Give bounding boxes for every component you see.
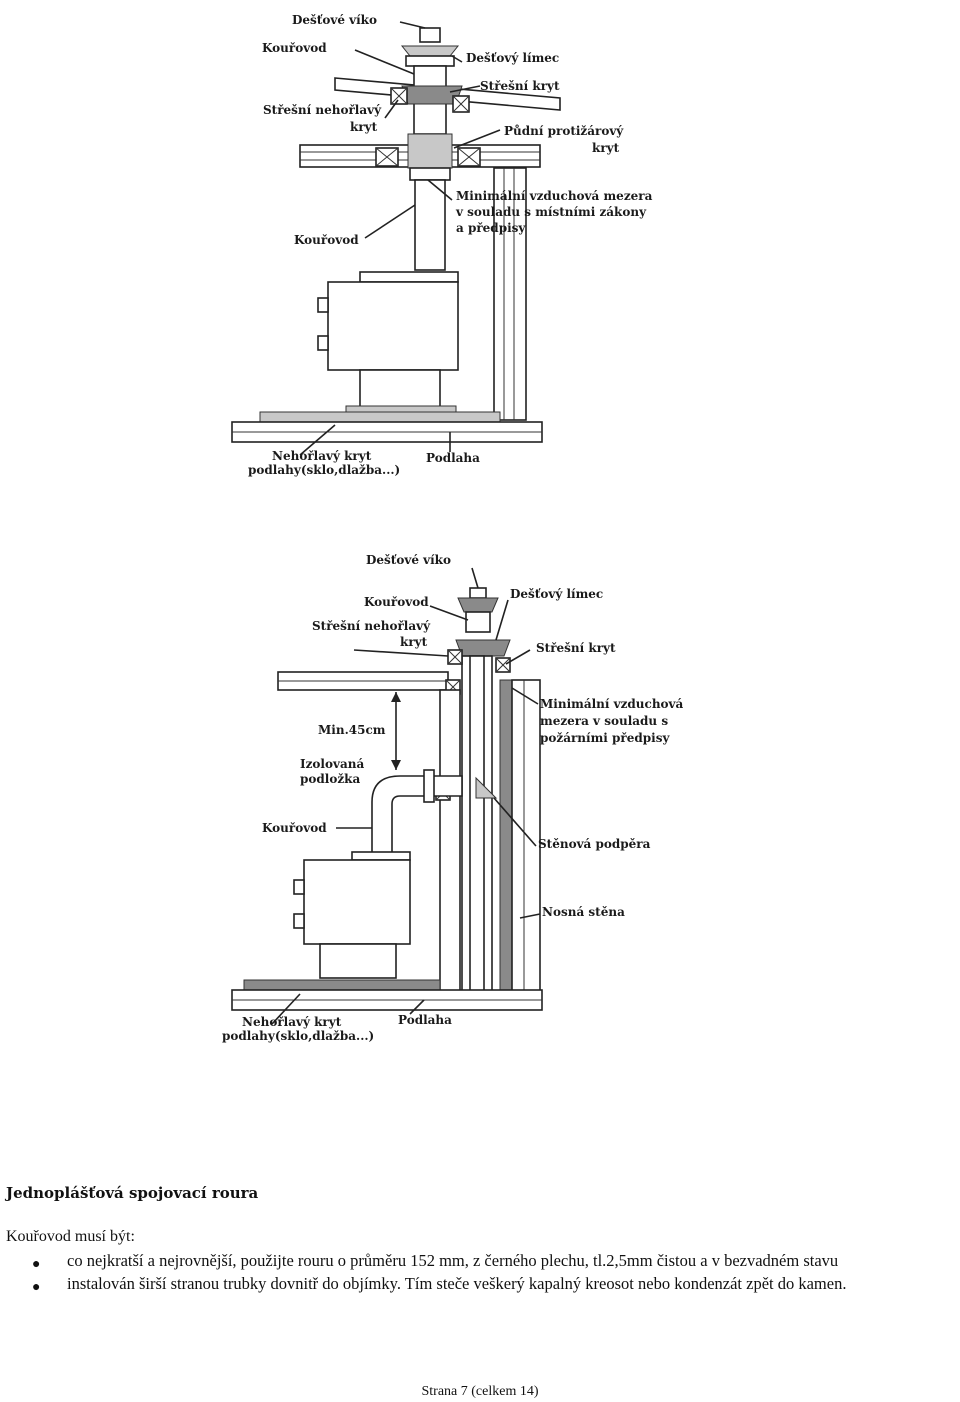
diagram-labels: Dešťové víko Kouřovod Dešťový límec Stře… [248, 13, 653, 477]
label-floor: Podlaha [398, 1013, 452, 1027]
chimney-through-roof-diagram: Dešťové víko Kouřovod Dešťový límec Stře… [231, 13, 653, 477]
label-attic-fire-cover-2: kryt [592, 141, 620, 155]
label-flue-2: Kouřovod [294, 233, 359, 247]
label-flue-2: Kouřovod [262, 821, 327, 835]
label-air-gap-3: a předpisy [456, 221, 526, 235]
label-insulated-pad: Izolovaná [300, 757, 364, 771]
chimney-through-wall-diagram: Dešťové víko Kouřovod Dešťový límec Stře… [222, 553, 684, 1043]
leader-lines [271, 567, 541, 1025]
label-air-gap: Minimální vzduchová [540, 697, 684, 711]
wall [493, 167, 527, 421]
label-floor-cover-2: podlahy(sklo,dlažba...) [248, 463, 400, 477]
leader-lines [299, 21, 501, 456]
label-min-height: Min.45cm [318, 723, 386, 737]
connector-pipe [371, 769, 463, 859]
chimney-pipe [400, 27, 463, 271]
label-flue: Kouřovod [364, 595, 429, 609]
label-wall-support: Stěnová podpěra [538, 837, 651, 851]
requirements-list: ● co nejkratší a nejrovnější, použijte r… [0, 1250, 958, 1296]
label-attic-fire-cover: Půdní protižárový [504, 124, 624, 138]
stove [293, 851, 411, 979]
list-item: ● instalován širší stranou trubky dovnit… [0, 1273, 958, 1295]
label-floor-cover-2: podlahy(sklo,dlažba...) [222, 1029, 374, 1043]
label-air-gap: Minimální vzduchová mezera [456, 189, 653, 203]
list-item: ● co nejkratší a nejrovnější, použijte r… [0, 1250, 958, 1272]
label-air-gap-2: v souladu s místními zákony [455, 205, 647, 219]
min-height-dimension [391, 692, 401, 770]
section-heading: Jednoplášťová spojovací roura [6, 1184, 259, 1202]
fire-cover-blocks [375, 87, 481, 167]
label-air-gap-3: požárními předpisy [540, 731, 670, 745]
label-floor-cover: Nehořlavý kryt [272, 449, 372, 463]
bullet-icon: ● [32, 1257, 41, 1272]
bullet-icon: ● [32, 1280, 41, 1295]
label-bearing-wall: Nosná stěna [542, 905, 625, 919]
label-roof-cover: Střešní kryt [480, 79, 560, 93]
label-roof-noncombustible-2: kryt [400, 635, 428, 649]
label-floor-cover: Nehořlavý kryt [242, 1015, 342, 1029]
floor [231, 979, 543, 1011]
label-rain-collar: Dešťový límec [510, 587, 603, 601]
list-item-text: instalován širší stranou trubky dovnitř … [67, 1274, 847, 1293]
chimney-pipe [455, 587, 511, 999]
label-insulated-pad-2: podložka [300, 772, 360, 786]
diagram-labels: Dešťové víko Kouřovod Dešťový límec Stře… [222, 553, 684, 1043]
stove [317, 271, 459, 415]
label-rain-cap: Dešťové víko [292, 13, 377, 27]
label-roof-noncombustible-2: kryt [350, 120, 378, 134]
ceiling-structure [277, 671, 449, 691]
label-roof-cover: Střešní kryt [536, 641, 616, 655]
floor [231, 411, 543, 443]
page-footer: Strana 7 (celkem 14) [421, 1384, 539, 1399]
list-item-text: co nejkratší a nejrovnější, použijte rou… [67, 1251, 839, 1270]
label-floor: Podlaha [426, 451, 480, 465]
label-rain-cap: Dešťové víko [366, 553, 451, 567]
label-roof-noncombustible: Střešní nehořlavý [312, 619, 431, 633]
label-flue: Kouřovod [262, 41, 327, 55]
label-roof-noncombustible: Střešní nehořlavý [263, 103, 382, 117]
label-air-gap-2: mezera v souladu s [540, 714, 668, 728]
section-intro: Kouřovod musí být: [6, 1228, 135, 1245]
label-rain-collar: Dešťový límec [466, 51, 559, 65]
